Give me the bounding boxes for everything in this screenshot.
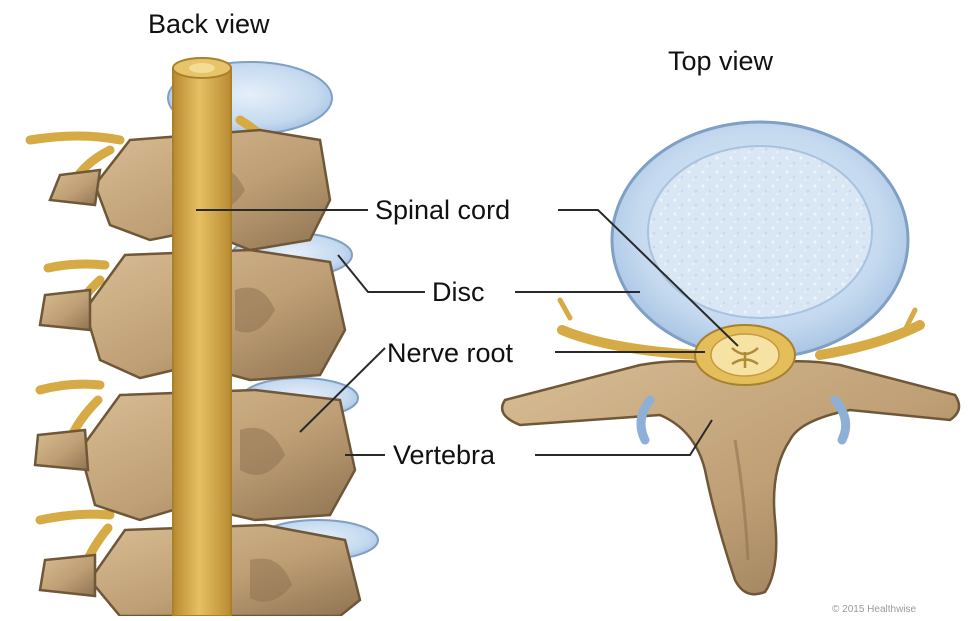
top-view-title: Top view bbox=[668, 46, 774, 76]
copyright-notice: © 2015 Healthwise bbox=[832, 604, 917, 615]
label-disc: Disc bbox=[432, 277, 485, 307]
back-view-title: Back view bbox=[148, 9, 270, 39]
label-vertebra: Vertebra bbox=[393, 440, 496, 470]
top-view-vertebra bbox=[502, 361, 959, 594]
top-view-illustration bbox=[502, 122, 959, 594]
back-view-illustration bbox=[30, 58, 378, 616]
label-nerve-root: Nerve root bbox=[387, 338, 514, 368]
label-spinal-cord: Spinal cord bbox=[375, 195, 510, 225]
top-view-disc bbox=[612, 122, 908, 358]
top-view-spinal-cord bbox=[695, 325, 795, 385]
back-view-spinal-cord bbox=[173, 58, 231, 616]
